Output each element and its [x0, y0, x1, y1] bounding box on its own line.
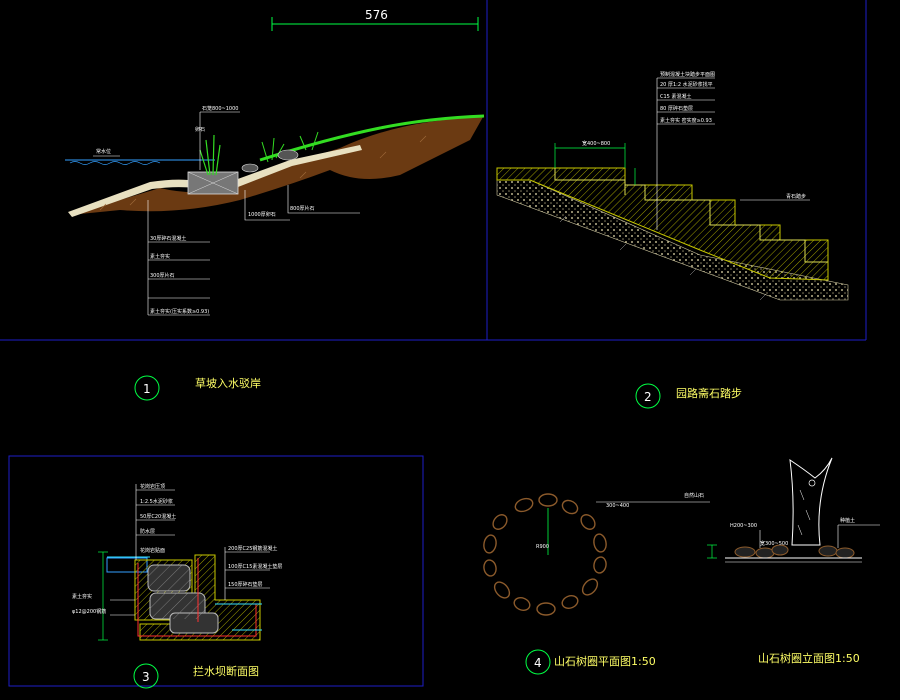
top-dimension-value: 576 [365, 8, 388, 22]
rebar [137, 558, 257, 637]
tree-trunk [789, 457, 833, 546]
caption-detail-2: 2 园路斋石踏步 [635, 383, 742, 409]
callout-steps-layer-3: 80 厚碎石垫层 [660, 105, 693, 112]
plan-title: 山石树圈平面图1:50 [554, 654, 656, 668]
callout-dam-10: 花岗岩贴面 [140, 547, 165, 554]
detail-number-circle [133, 663, 159, 689]
grass-surface [259, 114, 485, 162]
callout-layer-4: 素土夯实(压实系数≥0.93) [150, 308, 209, 315]
callout-pebble: 卵石 [195, 126, 205, 133]
slope-stone [277, 149, 299, 161]
detail-number-circle [635, 383, 661, 409]
detail-3-drawing: 花岗岩压顶 1:2.5水泥砂浆 50厚C20混凝土 防水层 200厚C25钢筋混… [72, 483, 282, 641]
callout-dam-2: 1:2.5水泥砂浆 [140, 498, 173, 505]
detail-number-circle [525, 649, 551, 675]
stone-ring-plan [483, 493, 607, 616]
detail-number: 2 [644, 390, 652, 404]
callout-gabion: 石笼800~1000 [202, 105, 238, 112]
detail-title: 园路斋石踏步 [676, 386, 742, 400]
callout-dam-8: 素土夯实 [72, 593, 92, 600]
frame-detail-3 [8, 455, 424, 687]
hatched-concrete-steps [496, 167, 829, 281]
callout-ring-size: 300~400 [606, 503, 629, 509]
callout-ring-stone: 自然山石 [684, 492, 704, 499]
soil-mass [70, 117, 483, 215]
callout-ring-radius: R900 [536, 544, 549, 550]
callout-pebble-depth: 1000厚卵石 [248, 211, 276, 218]
detail-number: 4 [534, 656, 542, 670]
callout-water-level: 常水位 [96, 148, 111, 155]
callout-dam-6: 100厚C15素混凝土垫层 [228, 563, 282, 570]
caption-detail-4: 4 山石树圈平面图1:50 山石树圈立面图1:50 [525, 649, 860, 675]
gravel-layer [68, 145, 362, 217]
callout-steps-layer-2: C15 素混凝土 [660, 93, 691, 100]
callout-dam-7: 150厚碎石垫层 [228, 581, 263, 588]
top-dimension: 576 [271, 8, 479, 31]
callout-steps-layer-1: 20 厚1:2 水泥砂浆找平 [660, 81, 713, 88]
step-dimension [554, 143, 636, 185]
callout-layer-2: 素土夯实 [150, 253, 170, 260]
callout-dam-3: 50厚C20混凝土 [140, 513, 176, 520]
stone-ring-elevation [734, 544, 855, 559]
caption-detail-1: 1 草坡入水驳岸 [134, 375, 261, 401]
callout-steps-width: 宽400~800 [582, 140, 610, 147]
detail-number: 3 [142, 670, 150, 684]
callout-steps-layer-4: 素土夯实 密实度≥0.93 [660, 117, 712, 124]
detail-1-drawing: 常水位 石笼800~1000 卵石 30厚碎石混凝土 素土夯实 300厚片石 素… [65, 105, 485, 316]
callout-steps-title: 预制混凝土块踏步平面图 [660, 71, 715, 78]
detail-2-drawing: 预制混凝土块踏步平面图 20 厚1:2 水泥砂浆找平 C15 素混凝土 80 厚… [496, 71, 849, 301]
water-flow [107, 556, 262, 631]
elevation-title: 山石树圈立面图1:50 [758, 651, 860, 665]
detail-number: 1 [143, 382, 151, 396]
aquatic-plant [199, 134, 221, 176]
callout-elev-height: H200~300 [730, 523, 757, 529]
caption-detail-3: 3 拦水坝断面图 [133, 663, 259, 689]
callout-elev-soil: 种植土 [840, 517, 855, 524]
detail-title: 拦水坝断面图 [193, 664, 259, 678]
detail-title: 草坡入水驳岸 [195, 377, 261, 390]
callout-stone-depth: 800厚片石 [290, 205, 315, 212]
callout-elev-width: 宽300~500 [760, 540, 788, 547]
detail-4-plan: R900 自然山石 300~400 [483, 492, 710, 616]
callout-layer-1: 30厚碎石混凝土 [150, 235, 186, 242]
detail-4-elevation: H200~300 宽300~500 种植土 [707, 457, 880, 563]
callout-dam-4: 防水层 [140, 528, 155, 535]
callout-dam-5: 200厚C25钢筋混凝土 [228, 545, 277, 552]
callout-layer-3: 300厚片石 [150, 272, 175, 279]
callout-steps-stone: 青石踏步 [786, 193, 806, 200]
callout-dam-1: 花岗岩压顶 [140, 483, 165, 490]
callout-dam-9: φ12@200钢筋 [72, 608, 106, 615]
slope-stone [241, 163, 259, 173]
detail-number-circle [134, 375, 160, 401]
shrub-plants [261, 131, 319, 163]
